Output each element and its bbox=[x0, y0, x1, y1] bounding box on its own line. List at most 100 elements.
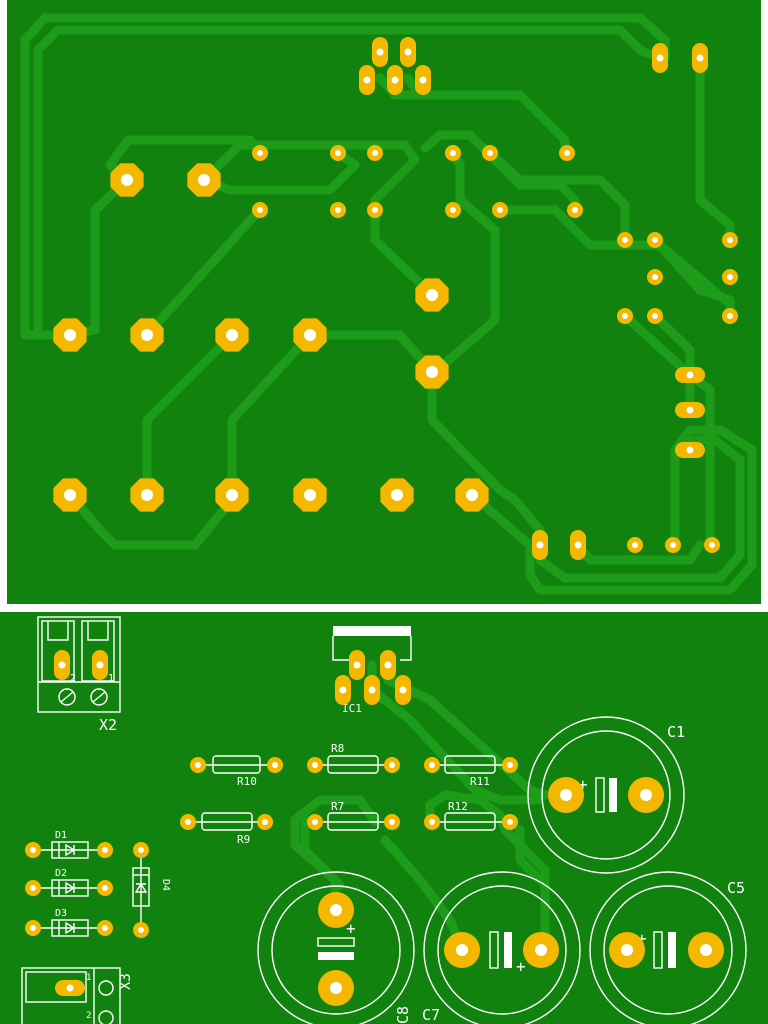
solder-pad bbox=[318, 970, 354, 1006]
solder-pad bbox=[307, 757, 323, 773]
solder-pad bbox=[722, 232, 738, 248]
resistor-r9: R9 bbox=[195, 812, 265, 846]
solder-pad bbox=[444, 932, 480, 968]
solder-pad bbox=[548, 777, 584, 813]
x3-label: X3 bbox=[118, 973, 134, 990]
solder-pad bbox=[502, 814, 518, 830]
resistor-r11: R11 bbox=[438, 755, 508, 788]
solder-pad bbox=[307, 814, 323, 830]
bottom-copper-board bbox=[7, 0, 761, 604]
svg-text:+: + bbox=[637, 929, 647, 948]
solder-pad bbox=[482, 145, 498, 161]
solder-pad bbox=[384, 814, 400, 830]
solder-pad bbox=[570, 530, 586, 560]
solder-pad bbox=[652, 43, 668, 73]
x3-pin1-label: 1 bbox=[86, 973, 91, 983]
r11-label: R11 bbox=[470, 775, 490, 788]
board-divider bbox=[0, 604, 768, 612]
solder-pad bbox=[97, 920, 113, 936]
r8-label: R8 bbox=[331, 742, 344, 755]
ic1-footprint: IC1 bbox=[332, 626, 412, 715]
solder-pad bbox=[445, 145, 461, 161]
solder-pad bbox=[25, 920, 41, 936]
solder-pad bbox=[92, 650, 108, 680]
c8-label: C8 bbox=[394, 1006, 412, 1024]
terminal-x2: 2 1 X2 bbox=[37, 616, 121, 734]
solder-pad bbox=[387, 65, 403, 95]
diode-d3: D3 bbox=[40, 908, 100, 937]
c7-label: C7 bbox=[422, 1006, 440, 1024]
solder-pad bbox=[675, 367, 705, 383]
solder-pad bbox=[364, 675, 380, 705]
solder-pad bbox=[647, 308, 663, 324]
c1-label: C1 bbox=[667, 723, 685, 741]
solder-pad bbox=[54, 650, 70, 680]
d3-label: D3 bbox=[55, 908, 67, 919]
solder-pad bbox=[675, 402, 705, 418]
solder-pad bbox=[215, 478, 249, 512]
solder-pad bbox=[359, 65, 375, 95]
solder-pad bbox=[445, 202, 461, 218]
solder-pad bbox=[187, 163, 221, 197]
terminal-x3: 1 2 X3 bbox=[21, 967, 134, 1024]
solder-pad bbox=[704, 537, 720, 553]
capacitor-c7: + C7 bbox=[422, 871, 581, 1024]
component-board: 2 1 X2 IC1 R10 R8 R11 bbox=[0, 612, 768, 1024]
capacitor-c5: + C5 bbox=[589, 871, 747, 1024]
d1-label: D1 bbox=[55, 830, 67, 841]
capacitor-c1: + C1 bbox=[527, 716, 685, 874]
board-substrate bbox=[7, 0, 761, 604]
solder-pad bbox=[688, 932, 724, 968]
r9-label: R9 bbox=[237, 833, 250, 846]
r7-label: R7 bbox=[331, 800, 344, 813]
solder-pad bbox=[559, 145, 575, 161]
solder-pad bbox=[293, 478, 327, 512]
solder-pad bbox=[257, 814, 273, 830]
resistor-r10: R10 bbox=[205, 755, 275, 788]
resistors: R10 R8 R11 R7 R9 bbox=[195, 742, 508, 846]
solder-pad bbox=[617, 232, 633, 248]
solder-pad bbox=[424, 757, 440, 773]
diode-d1: D1 bbox=[40, 830, 100, 859]
solder-pad bbox=[53, 318, 87, 352]
solder-pad bbox=[665, 537, 681, 553]
solder-pad bbox=[330, 145, 346, 161]
solder-pad bbox=[215, 318, 249, 352]
solder-pad bbox=[267, 757, 283, 773]
solder-pad bbox=[400, 37, 416, 67]
solder-pad bbox=[367, 145, 383, 161]
x2-pin1-label: 1 bbox=[108, 673, 114, 684]
solder-pad bbox=[130, 318, 164, 352]
d2-label: D2 bbox=[55, 868, 67, 879]
solder-pad bbox=[415, 355, 449, 389]
solder-pad bbox=[133, 842, 149, 858]
solder-pad bbox=[692, 43, 708, 73]
r12-label: R12 bbox=[448, 800, 468, 813]
diode-d2: D2 bbox=[40, 868, 100, 897]
solder-pad bbox=[424, 814, 440, 830]
solder-pad bbox=[628, 777, 664, 813]
x2-pin2-label: 2 bbox=[70, 673, 76, 684]
solder-pad bbox=[415, 65, 431, 95]
solder-pad bbox=[372, 37, 388, 67]
x2-label: X2 bbox=[99, 716, 117, 734]
solder-pad bbox=[367, 202, 383, 218]
x3-pin2-label: 2 bbox=[86, 1011, 91, 1021]
resistor-r12: R12 bbox=[438, 800, 508, 831]
solder-pad bbox=[180, 814, 196, 830]
solder-pad bbox=[190, 757, 206, 773]
solder-pad bbox=[330, 202, 346, 218]
solder-pad bbox=[252, 202, 268, 218]
solder-pad bbox=[532, 530, 548, 560]
copper-traces bbox=[20, 13, 757, 595]
solder-pad bbox=[502, 757, 518, 773]
solder-pad bbox=[523, 932, 559, 968]
d4-label: D4 bbox=[160, 879, 171, 891]
solder-pad bbox=[647, 232, 663, 248]
solder-pad bbox=[609, 932, 645, 968]
solder-pad bbox=[722, 308, 738, 324]
solder-pad bbox=[252, 145, 268, 161]
svg-text:+: + bbox=[516, 957, 526, 976]
solder-pad bbox=[97, 842, 113, 858]
